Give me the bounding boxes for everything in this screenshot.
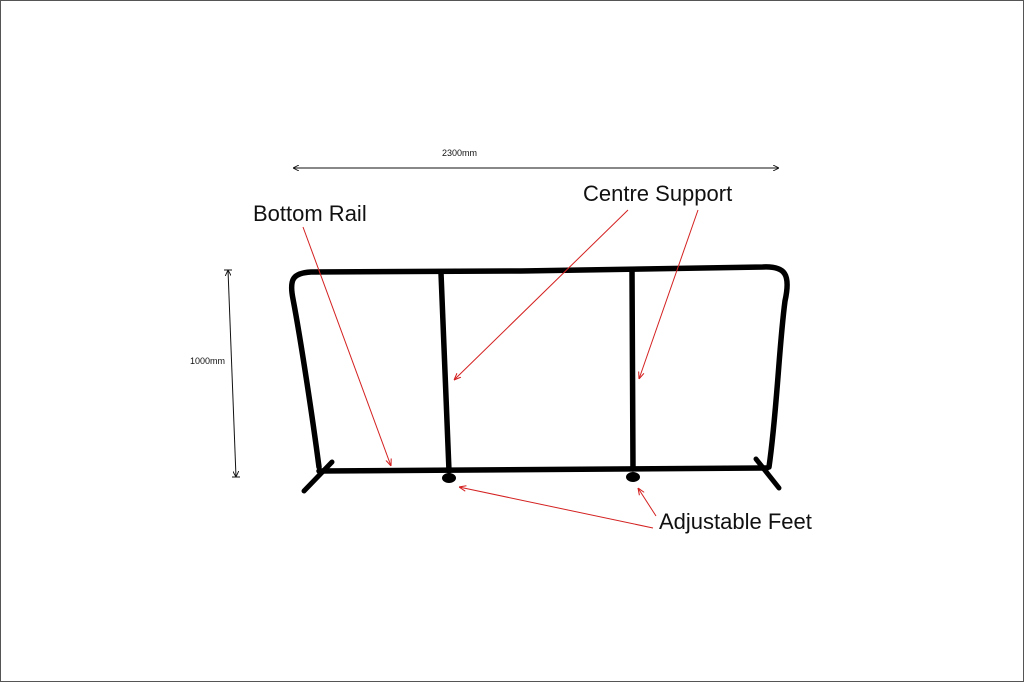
height-dimension-label: 1000mm	[190, 356, 226, 366]
barrier-outer-frame	[288, 264, 790, 470]
leader-adjustable-foot-right	[638, 488, 657, 517]
callout-adjustable-feet: Adjustable Feet	[659, 509, 812, 534]
end-foot-left	[301, 459, 335, 494]
leader-bottom-rail	[302, 226, 391, 466]
leader-adjustable-foot-left	[459, 487, 654, 529]
adjustable-foot-right	[626, 472, 640, 482]
height-dimension-line	[228, 270, 236, 477]
callout-bottom-rail: Bottom Rail	[253, 201, 367, 226]
adjustable-foot-left	[442, 473, 456, 483]
end-foot-right	[753, 456, 782, 491]
leader-centre-support-left	[454, 209, 629, 380]
leader-centre-support-right	[639, 209, 699, 379]
centre-support-right	[629, 267, 636, 472]
centre-support-left	[438, 270, 452, 474]
bottom-rail	[316, 465, 770, 474]
width-dimension-label: 2300mm	[442, 148, 478, 158]
callout-centre-support: Centre Support	[583, 181, 733, 206]
